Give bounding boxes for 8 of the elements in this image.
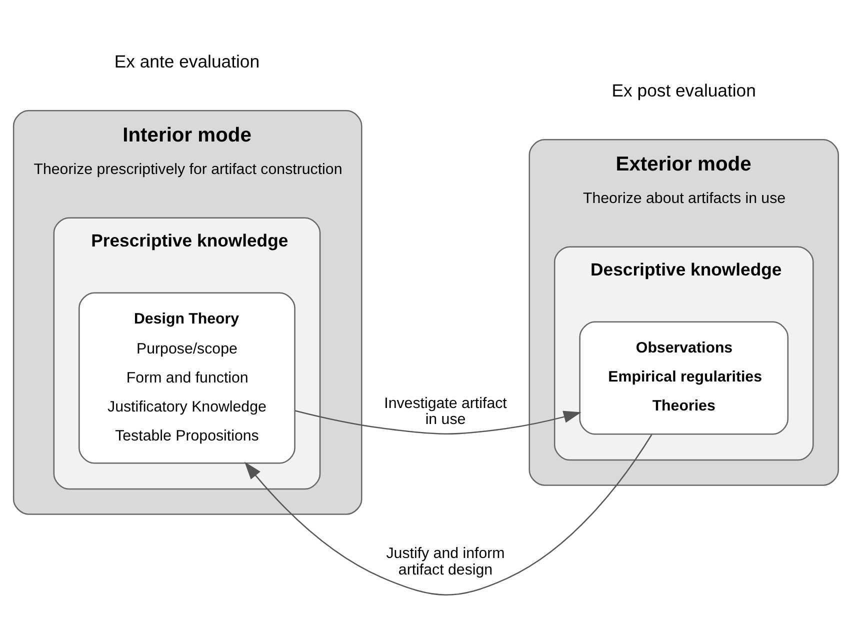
node-box: Design Theory Purpose/scope Form and function Justificatory Knowledge Testable Propositions (78, 292, 296, 464)
edge-label: Justify and inform artifact design (386, 544, 505, 578)
arrow (295, 410, 582, 434)
arrow (244, 434, 652, 596)
edge-label: Investigate artifact in use (384, 394, 507, 428)
node-box: Observations Empirical regularities Theories (579, 321, 789, 435)
label: Ex post evaluation (612, 80, 756, 100)
label: Ex ante evaluation (114, 51, 260, 72)
